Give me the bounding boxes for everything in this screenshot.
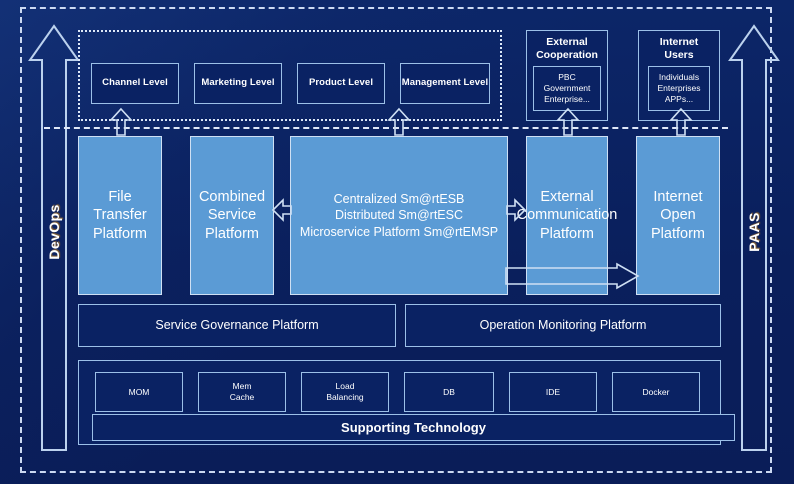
operation-monitoring-platform[interactable]: Operation Monitoring Platform: [405, 304, 721, 347]
platform-file-transfer[interactable]: File Transfer Platform: [78, 136, 162, 295]
connector-arrow-left-icon: [271, 198, 292, 222]
platform-esb-esc-emsp[interactable]: Centralized Sm@rtESB Distributed Sm@rtES…: [290, 136, 508, 295]
tech-item-load-balancing[interactable]: Load Balancing: [301, 372, 389, 412]
connector-arrow-up-icon: [387, 107, 411, 136]
internet-users-title: Internet Users: [659, 36, 699, 62]
platform-esb-line3: Microservice Platform Sm@rtEMSP: [299, 224, 499, 239]
tech-item-mem-cache-label: Mem Cache: [229, 381, 255, 402]
tech-item-docker[interactable]: Docker: [612, 372, 700, 412]
tech-item-mem-cache[interactable]: Mem Cache: [198, 372, 286, 412]
paas-arrow-up-icon: [728, 24, 780, 452]
connector-arrow-up-icon: [556, 107, 580, 136]
supporting-technology-bar[interactable]: Supporting Technology: [92, 414, 735, 441]
service-governance-platform-label: Service Governance Platform: [155, 318, 319, 333]
business-level-channel[interactable]: Channel Level: [91, 63, 179, 104]
tech-item-ide-label: IDE: [545, 386, 561, 397]
business-platform-separator: [44, 127, 728, 129]
tech-item-ide[interactable]: IDE: [509, 372, 597, 412]
devops-label: DevOps: [46, 204, 62, 260]
tech-item-db-label: DB: [443, 386, 455, 397]
platform-file-transfer-label: File Transfer Platform: [93, 189, 147, 242]
business-level-product[interactable]: Product Level: [297, 63, 385, 104]
platform-combined-service[interactable]: Combined Service Platform: [190, 136, 274, 295]
platform-external-communication-label: External Communication Platform: [516, 189, 618, 242]
business-level-management-label: Management Level: [401, 77, 489, 89]
devops-arrow-up-icon: [28, 24, 80, 452]
platform-combined-service-label: Combined Service Platform: [198, 189, 266, 242]
business-levels-group: [78, 30, 502, 121]
tech-item-load-balancing-label: Load Balancing: [326, 381, 364, 402]
business-level-product-label: Product Level: [308, 77, 374, 89]
connector-arrow-right-icon: [506, 198, 527, 222]
tech-item-mom-label: MOM: [128, 386, 150, 397]
tech-item-mom[interactable]: MOM: [95, 372, 183, 412]
internet-users-detail-box: Individuals Enterprises APPs...: [648, 66, 710, 112]
external-cooperation-detail: PBC Government Enterprise...: [543, 72, 591, 105]
business-level-channel-label: Channel Level: [102, 77, 168, 89]
tech-item-docker-label: Docker: [642, 386, 670, 397]
tech-item-db[interactable]: DB: [404, 372, 494, 412]
connector-arrow-up-icon: [109, 107, 133, 136]
platform-esb-line1: Centralized Sm@rtESB: [333, 192, 465, 207]
platform-internet-open[interactable]: Internet Open Platform: [636, 136, 720, 295]
external-cooperation-title: External Cooperation: [536, 36, 598, 62]
internet-users-detail: Individuals Enterprises APPs...: [657, 72, 701, 105]
business-level-marketing-label: Marketing Level: [201, 77, 275, 89]
supporting-technology-label: Supporting Technology: [341, 420, 486, 435]
connector-long-arrow-right-icon: [505, 262, 640, 291]
paas-label: PAAS: [746, 212, 762, 252]
business-level-marketing[interactable]: Marketing Level: [194, 63, 282, 104]
service-governance-platform[interactable]: Service Governance Platform: [78, 304, 396, 347]
platform-esb-line2: Distributed Sm@rtESC: [335, 208, 463, 223]
platform-internet-open-label: Internet Open Platform: [651, 189, 705, 242]
connector-arrow-up-icon: [669, 107, 693, 136]
internet-users-box[interactable]: Internet Users Individuals Enterprises A…: [638, 30, 720, 121]
diagram-outer-boundary: [20, 7, 772, 473]
business-level-management[interactable]: Management Level: [400, 63, 490, 104]
operation-monitoring-platform-label: Operation Monitoring Platform: [479, 318, 647, 333]
external-cooperation-box[interactable]: External Cooperation PBC Government Ente…: [526, 30, 608, 121]
external-cooperation-detail-box: PBC Government Enterprise...: [533, 66, 601, 112]
